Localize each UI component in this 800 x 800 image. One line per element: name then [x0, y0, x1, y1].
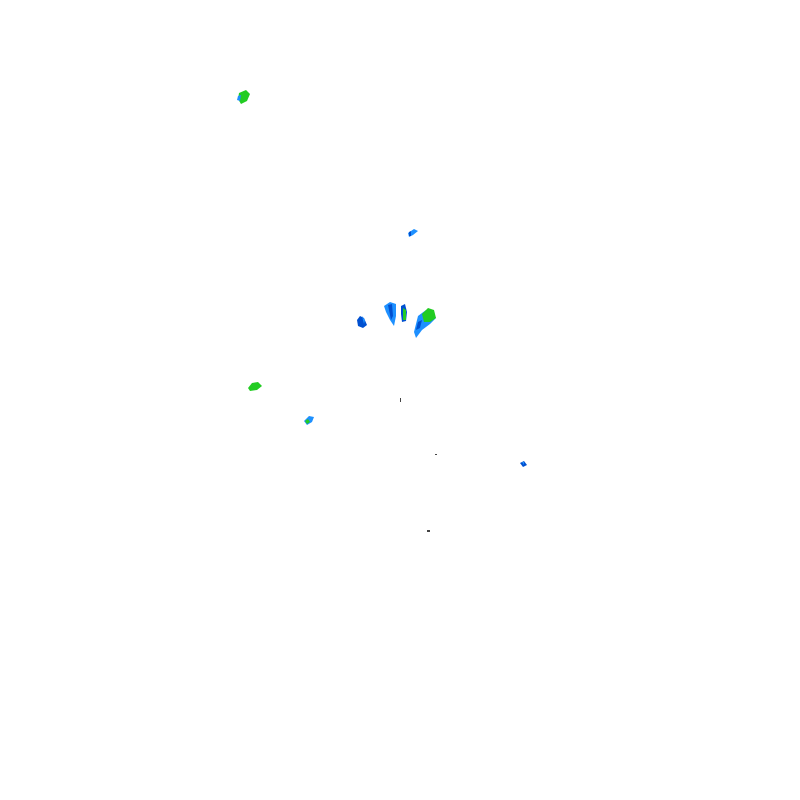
- echo-west-heavy: [248, 382, 262, 391]
- echo-center-right: [414, 308, 436, 338]
- echo-south-west: [304, 416, 314, 425]
- echo-center-left: [357, 316, 367, 328]
- echo-west: [248, 382, 262, 391]
- echo-center-right-moderate: [416, 320, 422, 330]
- echo-center-right-heavy: [422, 308, 436, 322]
- echo-trace-3: [427, 530, 430, 532]
- echo-center-a: [384, 302, 396, 326]
- echo-center-b-heavy: [403, 308, 406, 320]
- echo-south-east-light: [522, 462, 524, 465]
- echo-south-east: [520, 461, 527, 467]
- echo-north-west-heavy: [238, 90, 250, 104]
- echo-north-west-light: [237, 95, 241, 101]
- echo-north-center: [408, 229, 418, 237]
- echo-trace-1: [400, 398, 401, 402]
- echo-center-b: [401, 304, 407, 322]
- echo-trace-2: [435, 454, 437, 455]
- echo-north-west: [237, 90, 250, 104]
- echo-center-a-moderate: [388, 304, 393, 320]
- echo-center-left-moderate: [357, 316, 367, 328]
- echo-center-left-light: [362, 316, 365, 324]
- echo-north-center-moderate: [409, 231, 411, 236]
- echo-south-west-heavy: [305, 419, 310, 424]
